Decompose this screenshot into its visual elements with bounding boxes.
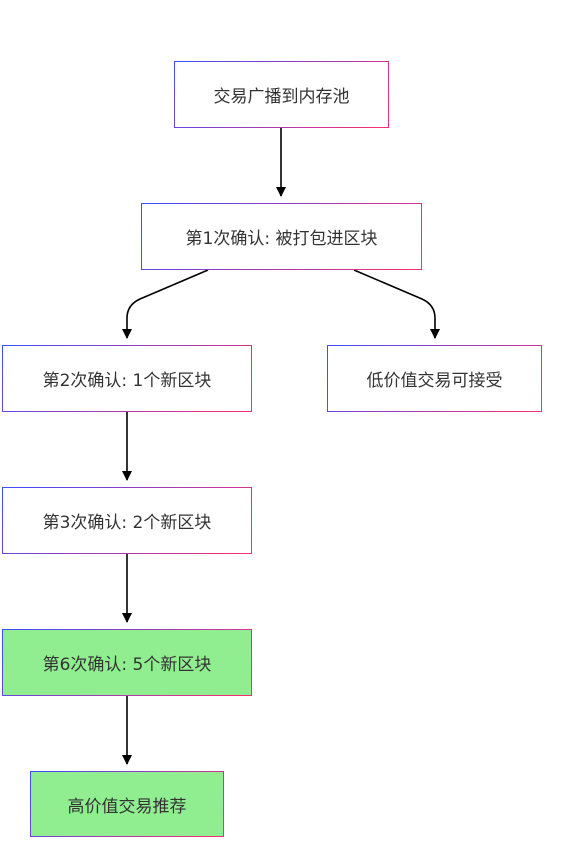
node-first-confirmation: 第1次确认: 被打包进区块: [141, 203, 422, 270]
node-third-confirmation: 第3次确认: 2个新区块: [2, 487, 252, 554]
edge-conf1-to-low-value: [353, 269, 440, 339]
node-broadcast-to-mempool: 交易广播到内存池: [174, 61, 389, 128]
node-low-value-acceptable: 低价值交易可接受: [327, 345, 542, 412]
node-sixth-confirmation: 第6次确认: 5个新区块: [2, 629, 252, 696]
edge-conf1-to-conf2: [122, 269, 209, 339]
node-high-value-recommended: 高价值交易推荐: [30, 771, 224, 837]
node-second-confirmation: 第2次确认: 1个新区块: [2, 345, 252, 412]
